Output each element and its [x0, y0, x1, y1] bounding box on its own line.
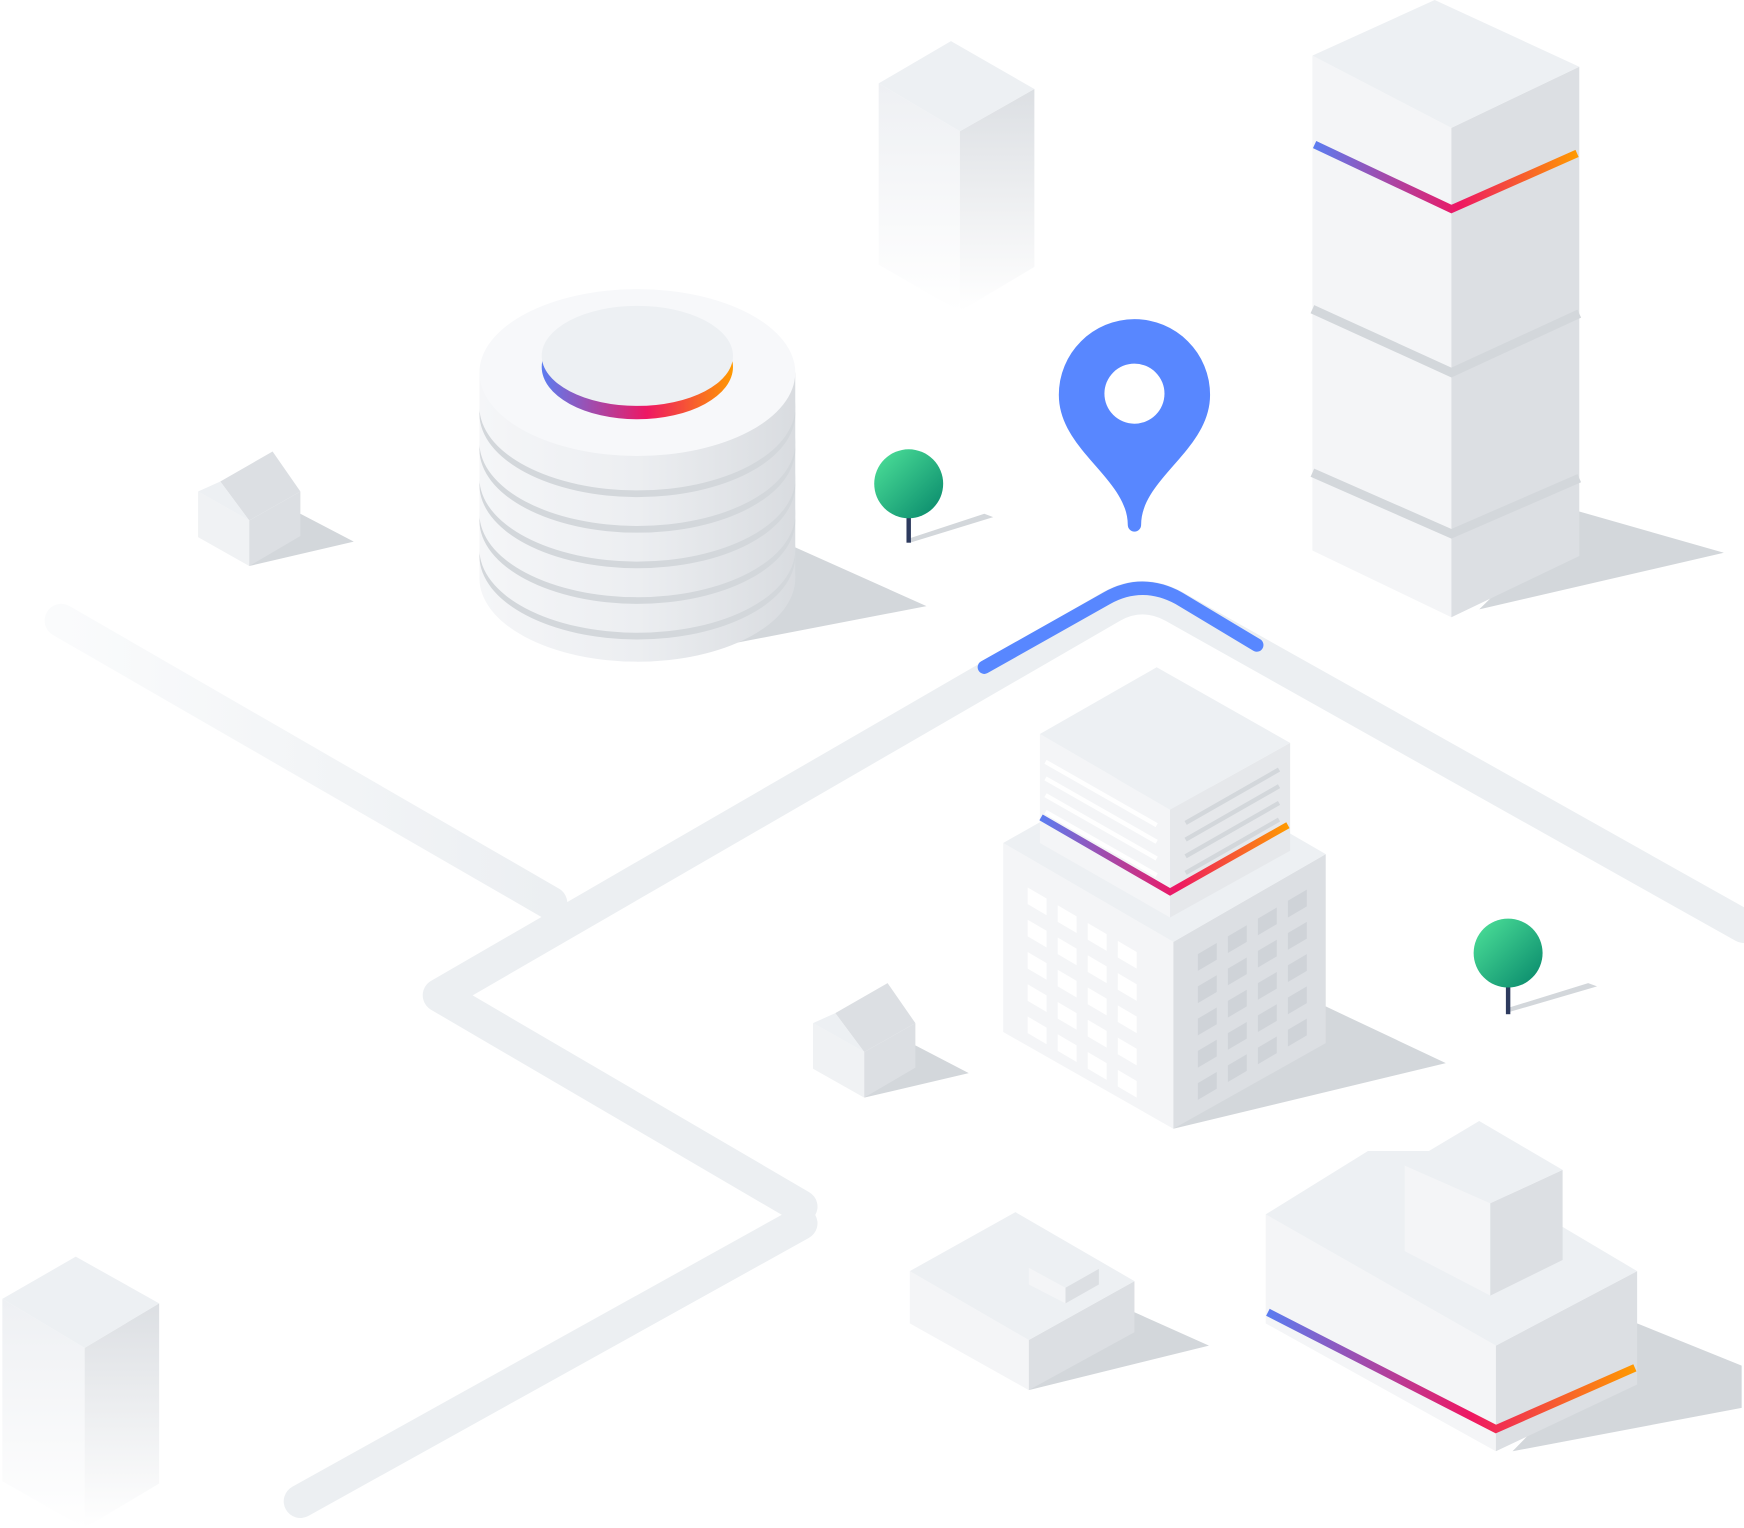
road-main: [283, 581, 1744, 1518]
window: [1117, 1037, 1137, 1066]
window: [1257, 907, 1277, 936]
box-building-top: [878, 41, 1035, 312]
office-building: [1003, 667, 1326, 1129]
window: [1287, 986, 1307, 1015]
box-building-bottom-left: [2, 1256, 160, 1528]
tree-icon: [874, 449, 944, 543]
window: [1087, 923, 1107, 951]
window: [1057, 937, 1077, 966]
house-left: [198, 451, 301, 567]
house-center: [813, 983, 916, 1098]
windows-left: [1027, 887, 1137, 1098]
window: [1257, 1004, 1277, 1033]
window: [1227, 1022, 1247, 1050]
window: [1057, 969, 1077, 998]
location-pin-icon[interactable]: [1058, 319, 1211, 532]
roads: [44, 581, 1744, 1518]
window: [1027, 919, 1047, 948]
window: [1197, 1039, 1217, 1068]
accent-stripe: [1312, 141, 1579, 214]
window: [1227, 957, 1247, 986]
window: [1117, 940, 1137, 969]
window: [1287, 1018, 1307, 1047]
tree-icon: [1473, 918, 1543, 1015]
window: [1027, 887, 1047, 916]
window: [1087, 1019, 1107, 1048]
window: [1257, 939, 1277, 968]
window: [1087, 987, 1107, 1016]
window: [1057, 1001, 1077, 1030]
window: [1117, 1005, 1137, 1034]
window: [1257, 1036, 1277, 1065]
window: [1057, 905, 1077, 934]
window: [1087, 955, 1107, 984]
window: [1287, 889, 1307, 918]
window: [1227, 925, 1247, 954]
accent-stripe: [1266, 1308, 1637, 1434]
window: [1197, 975, 1217, 1004]
tower-building: [1310, 0, 1582, 618]
accent-stripe: [1039, 814, 1290, 896]
road-highlight: [977, 581, 1264, 674]
windows-right: [1197, 889, 1307, 1100]
road-left: [44, 603, 568, 920]
window: [1197, 1007, 1217, 1036]
rounded-building: [1265, 1120, 1638, 1452]
window: [1227, 1054, 1247, 1083]
window: [1117, 973, 1137, 1001]
cylinder-building: [479, 289, 796, 662]
window: [1117, 1069, 1137, 1098]
window: [1087, 1052, 1107, 1080]
window: [1027, 951, 1047, 980]
window: [1287, 921, 1307, 950]
window: [1027, 1016, 1047, 1045]
window: [1227, 989, 1247, 1018]
window: [1197, 1072, 1217, 1100]
window: [1027, 984, 1047, 1012]
flat-building: [909, 1212, 1135, 1391]
window: [1287, 954, 1307, 982]
window: [1197, 943, 1217, 971]
window: [1057, 1034, 1077, 1063]
window: [1257, 971, 1277, 1000]
